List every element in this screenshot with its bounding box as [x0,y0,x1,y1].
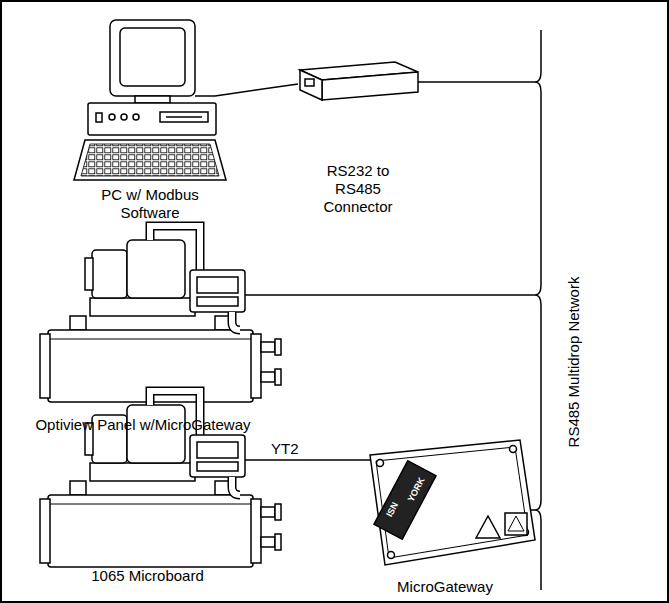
drawing-part [96,113,102,122]
device-caption: Optiview Panel w/MicroGateway [18,416,268,434]
drawing-part [110,20,195,96]
drawing-part [88,103,216,135]
drawing-part [74,140,226,180]
network-bus [535,30,541,590]
device-caption: MicroGateway [355,578,535,596]
drawing-part [121,114,127,120]
drawing-part [195,95,215,97]
device-node: Optiview Panel w/MicroGateway [18,230,268,434]
drawing-part [418,81,535,83]
drawing-part [510,446,517,453]
drawing-part [120,28,185,86]
drawing-part [305,79,314,86]
drawing-part [505,513,527,535]
drawing-part [388,552,395,559]
chiller-illustration [40,226,281,402]
drawing-part [135,96,170,103]
drawing-part [355,459,370,461]
converter-illustration [300,62,535,100]
illustration-space [298,58,418,162]
cable-connector [265,459,355,461]
gateway-illustration [355,440,535,565]
drawing-part [377,460,384,467]
network-wire [245,294,535,296]
cable-connector [215,84,298,96]
drawing-part [370,440,535,565]
computer-illustration [74,20,226,180]
drawing-part [166,116,202,118]
device-caption: PC w/ Modbus Software [85,186,215,222]
device-caption: RS232 to RS485 Connector [322,162,394,216]
drawing-part [109,114,115,120]
drawing-part [81,144,219,176]
drawing-part [530,509,535,511]
drawing-part [322,72,418,100]
illustration-space [355,445,535,578]
drawing-part [374,461,436,540]
illustration-space [85,18,215,186]
bus-label: RS485 Multidrop Network [566,277,583,448]
device-node: PC w/ Modbus Software [85,18,215,222]
illustration-space [18,230,268,416]
drawing-part [133,114,139,120]
device-node: MicroGateway [355,445,535,596]
device-node: RS232 to RS485 Connector [298,58,418,216]
drawing-part [476,516,500,538]
drawing-part [508,516,524,531]
device-caption: 1065 Microboard [30,567,265,585]
signal-label: YT2 [269,441,301,457]
drawing-part [300,70,322,100]
wire-stub [245,459,265,461]
drawing-part [160,112,208,122]
